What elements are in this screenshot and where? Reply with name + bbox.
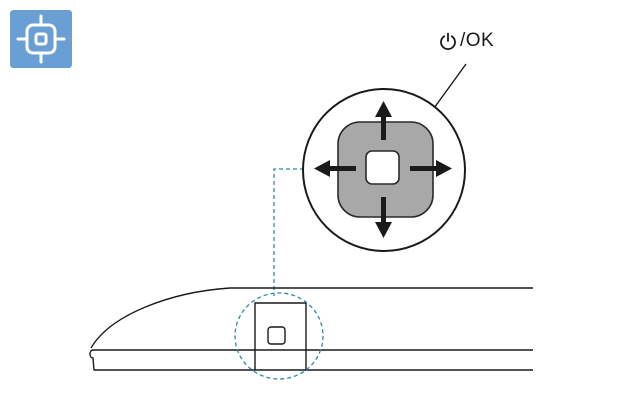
arrow-down-icon [375,197,392,238]
arrow-left-icon [314,160,356,177]
arrow-up-icon [375,101,392,140]
badge-background [10,10,72,68]
crosshair-badge [10,10,72,68]
bezel-curved-back [90,287,533,349]
dashed-guide-line [273,168,304,296]
dashed-highlight-circle [234,292,324,380]
bezel-joystick-housing [254,302,307,370]
monitor-bezel [89,287,533,371]
bezel-front-edge [89,349,533,371]
bezel-joystick-button [267,326,286,345]
ok-text: /OK [460,30,495,51]
arrow-right-icon [410,160,452,177]
crosshair-target-icon [16,14,66,64]
center-ok-button [365,150,400,185]
power-icon [440,32,456,50]
power-ok-label: /OK [438,28,494,54]
